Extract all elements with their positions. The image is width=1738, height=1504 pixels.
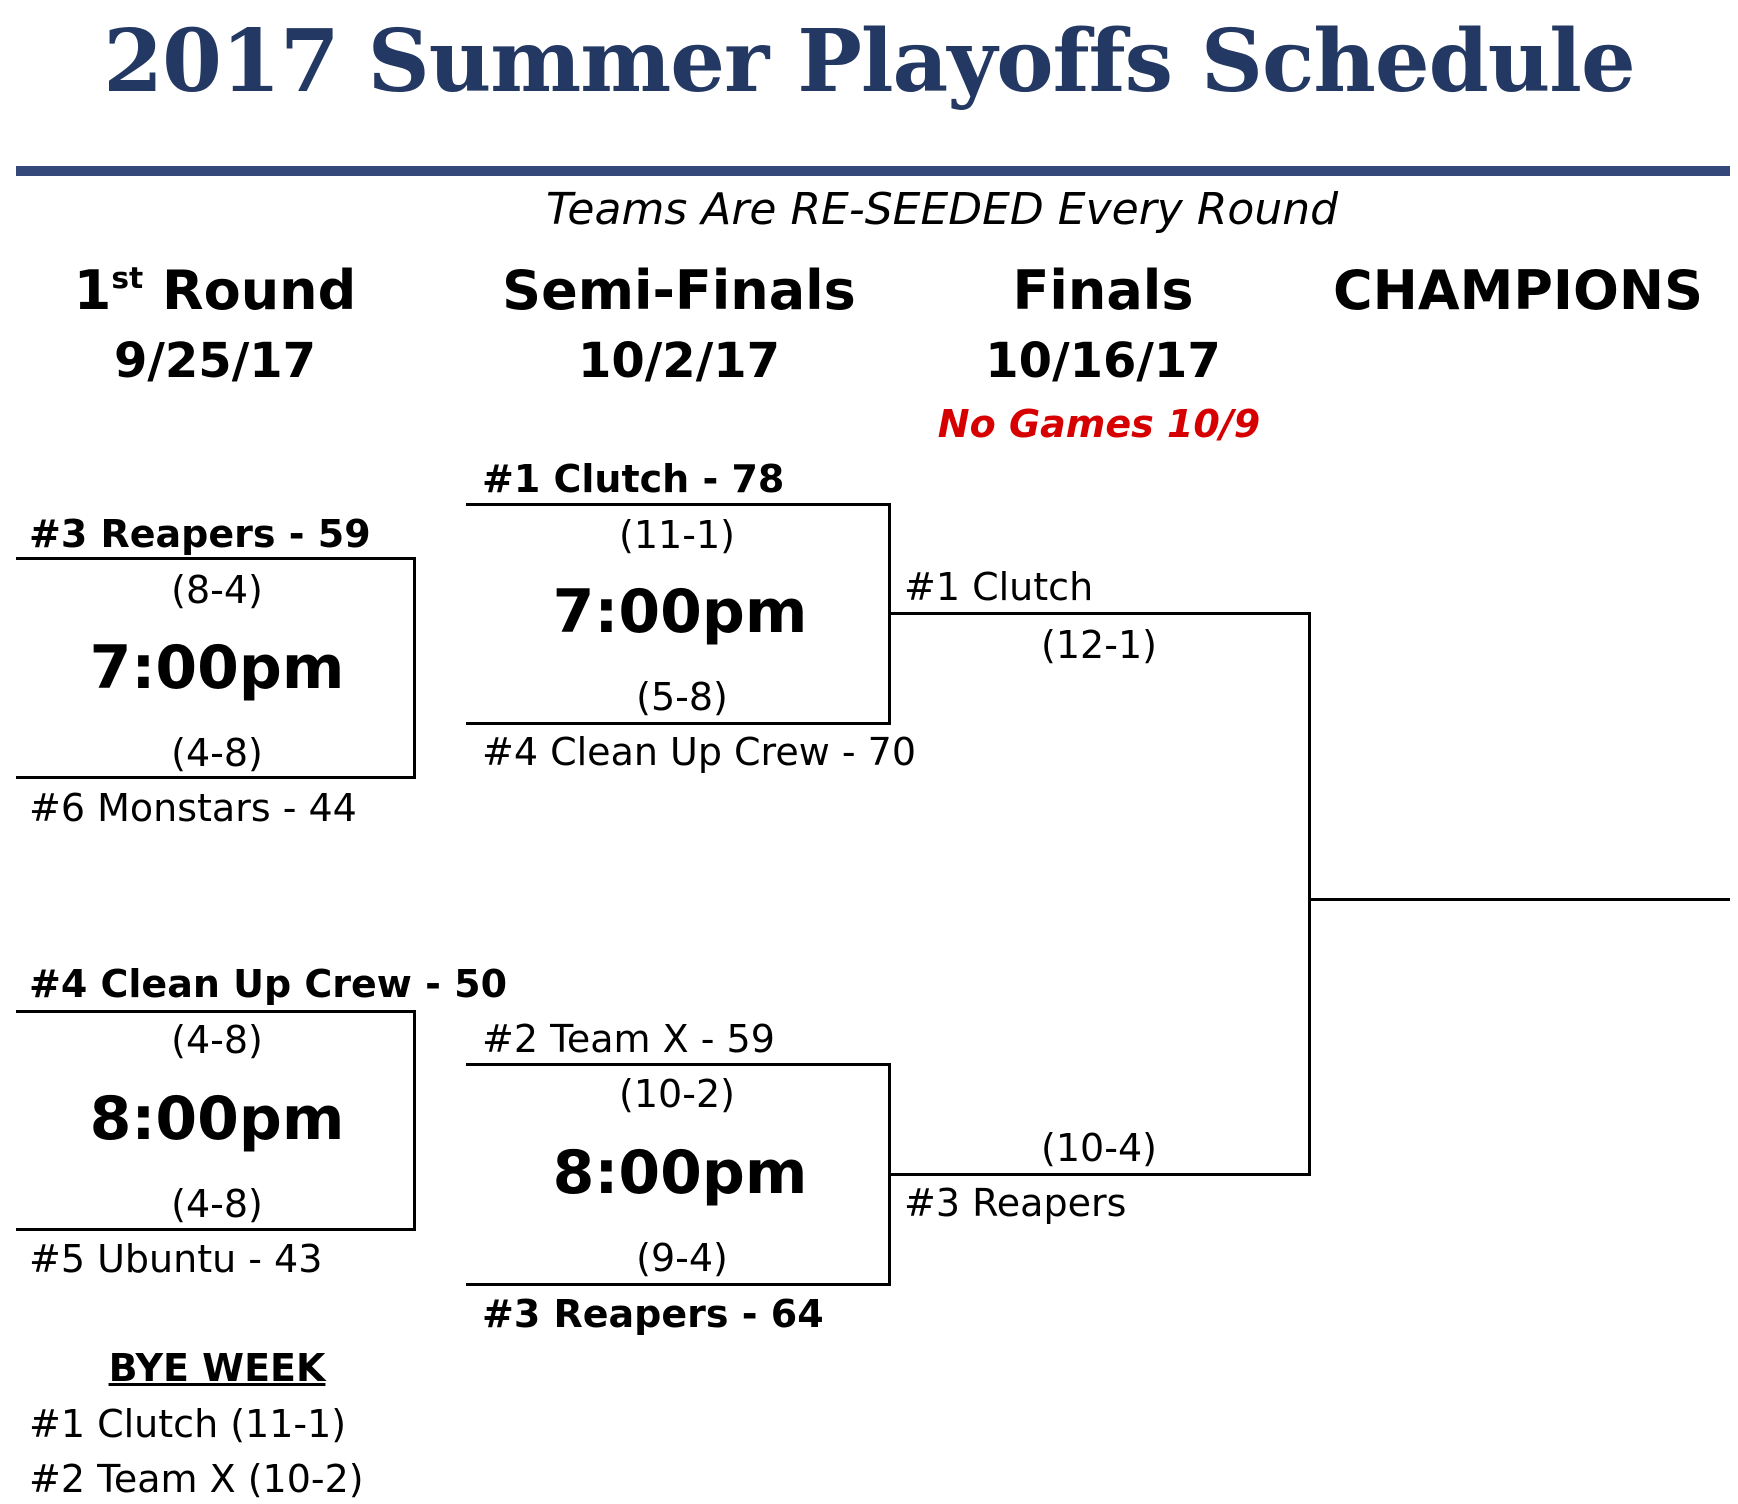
finals-top-team: #1 Clutch [904, 565, 1094, 609]
r1-g1-time: 7:00pm [89, 633, 345, 703]
date-finals: 10/16/17 [985, 333, 1221, 389]
r1-g1-bottom-team: #6 Monstars - 44 [29, 786, 357, 830]
page-title: 2017 Summer Playoffs Schedule [103, 11, 1635, 112]
reseed-note: Teams Are RE-SEEDED Every Round [545, 184, 1339, 235]
bye-week-team: #2 Team X (10-2) [29, 1457, 364, 1501]
no-games-note: No Games 10/9 [937, 402, 1261, 446]
sf-g2-top-team: #2 Team X - 59 [482, 1017, 775, 1061]
header-first-round: 1st Round [74, 264, 356, 318]
bracket-line [413, 557, 416, 779]
header-semi-finals: Semi-Finals [502, 259, 856, 322]
header-first-round-label: Round [143, 259, 357, 322]
r1-g2-bottom-record: (4-8) [171, 1182, 263, 1226]
sf-g1-bottom-team: #4 Clean Up Crew - 70 [482, 730, 917, 774]
date-semi-finals: 10/2/17 [577, 333, 781, 389]
sf-g1-time: 7:00pm [552, 577, 808, 647]
r1-g1-top-team: #3 Reapers - 59 [29, 512, 371, 556]
header-finals: Finals [1012, 259, 1194, 322]
r1-g2-top-team: #4 Clean Up Crew - 50 [29, 962, 508, 1006]
bracket-line [466, 1283, 891, 1286]
r1-g2-bottom-team: #5 Ubuntu - 43 [29, 1237, 323, 1281]
bracket-line [1308, 612, 1311, 1176]
finals-bottom-team: #3 Reapers [904, 1181, 1127, 1225]
finals-top-record: (12-1) [1041, 623, 1157, 667]
sf-g2-time: 8:00pm [552, 1138, 808, 1208]
finals-bottom-record: (10-4) [1041, 1126, 1157, 1170]
header-first-round-suffix: st [111, 261, 144, 297]
bye-week-team: #1 Clutch (11-1) [29, 1402, 347, 1446]
sf-g1-bottom-record: (5-8) [636, 675, 728, 719]
r1-g2-top-record: (4-8) [171, 1018, 263, 1062]
bye-week-label: BYE WEEK [108, 1346, 326, 1390]
sf-g1-top-record: (11-1) [619, 513, 735, 557]
header-champions: CHAMPIONS [1332, 259, 1704, 322]
bracket-line [466, 1063, 891, 1066]
bracket-line [888, 1063, 891, 1286]
bracket-line [890, 1173, 1311, 1176]
bracket-line [16, 1010, 416, 1013]
bracket-line [466, 722, 891, 725]
r1-g1-top-record: (8-4) [171, 568, 263, 612]
bracket-line [16, 557, 416, 560]
bracket-line [466, 503, 891, 506]
r1-g2-time: 8:00pm [89, 1084, 345, 1154]
date-first-round: 9/25/17 [113, 333, 317, 389]
sf-g1-top-team: #1 Clutch - 78 [482, 457, 785, 501]
title-divider [16, 166, 1730, 176]
bracket-line [890, 612, 1311, 615]
sf-g2-top-record: (10-2) [619, 1072, 735, 1116]
bracket-line [16, 776, 416, 779]
bracket-line [888, 503, 891, 725]
bracket-line [16, 1228, 416, 1231]
sf-g2-bottom-team: #3 Reapers - 64 [482, 1292, 824, 1336]
sf-g2-bottom-record: (9-4) [636, 1236, 728, 1280]
header-first-round-number: 1 [73, 259, 112, 322]
bracket-line [413, 1010, 416, 1231]
r1-g1-bottom-record: (4-8) [171, 731, 263, 775]
champion-line [1310, 898, 1730, 901]
